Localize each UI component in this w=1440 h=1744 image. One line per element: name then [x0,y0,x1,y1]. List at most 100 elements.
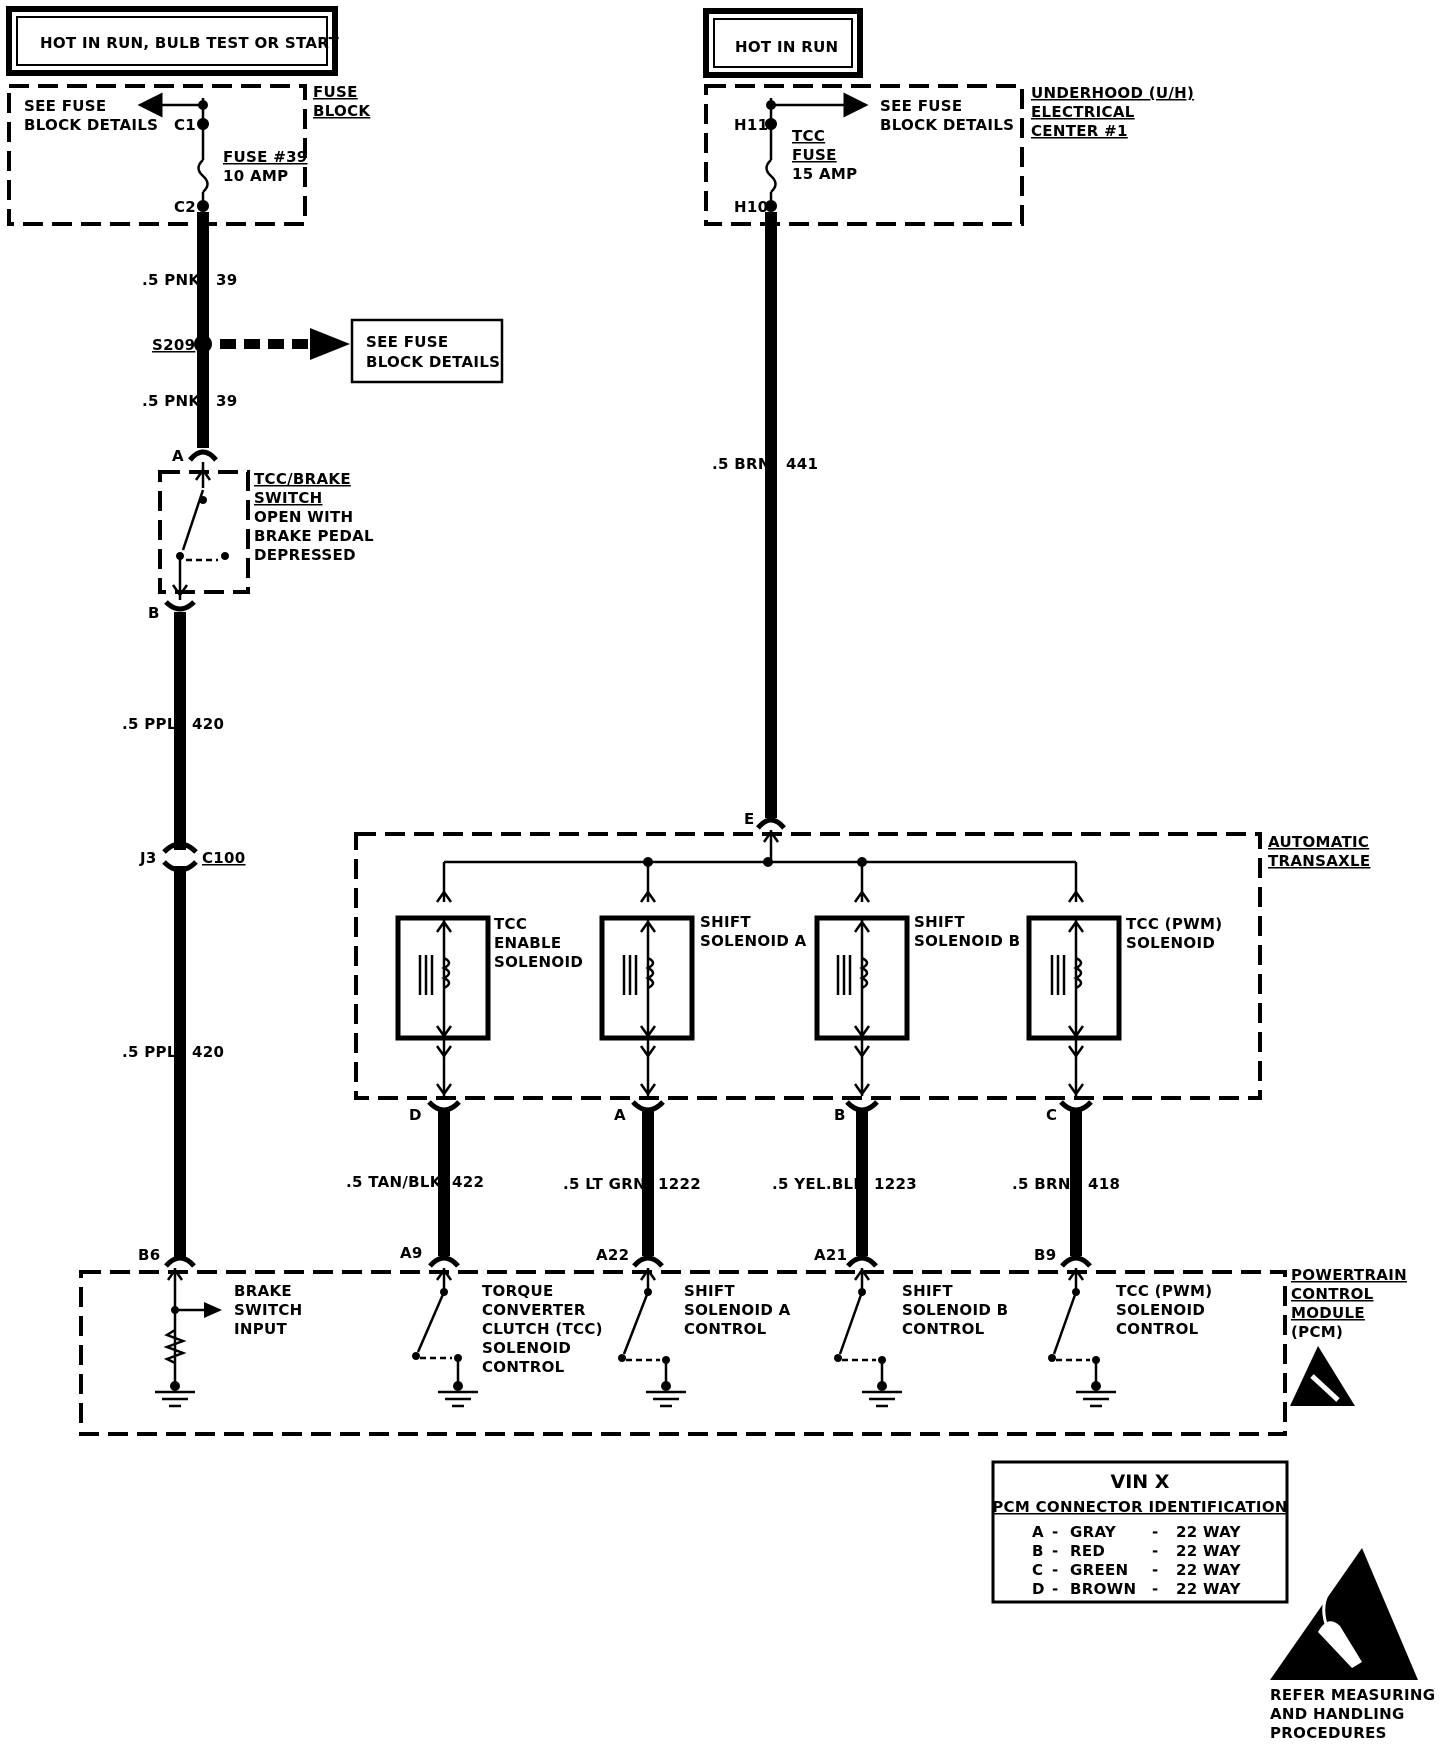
svg-text:A22: A22 [596,1246,629,1264]
esd-warning-icon [1290,1346,1355,1406]
svg-text:GREEN: GREEN [1070,1561,1128,1579]
solenoid-output-wires: D .5 TAN/BLK 422 A .5 LT GRN 1222 B .5 Y… [346,1100,1120,1256]
svg-text:1223: 1223 [874,1175,917,1193]
svg-text:-: - [1052,1580,1059,1598]
svg-text:C: C [1032,1561,1043,1579]
vin-row: A - GRAY - 22 WAY [1032,1523,1242,1541]
svg-text:SWITCH: SWITCH [254,489,323,507]
fuse-39-label: FUSE #39 [223,148,308,166]
wire-ppl-2-color: .5 PPL [122,1043,177,1061]
svg-text:SOLENOID A: SOLENOID A [684,1301,791,1319]
svg-text:-: - [1052,1523,1059,1541]
svg-text:CONTROL: CONTROL [684,1320,767,1338]
svg-text:CONTROL: CONTROL [482,1358,565,1376]
tcc-fuse-icon [765,159,777,193]
svg-text:TCC (PWM): TCC (PWM) [1116,1282,1212,1300]
svg-text:B6: B6 [138,1246,160,1264]
svg-text:DEPRESSED: DEPRESSED [254,546,356,564]
svg-text:10 AMP: 10 AMP [223,167,288,185]
svg-text:TORQUE: TORQUE [482,1282,554,1300]
svg-text:.5 LT GRN: .5 LT GRN [563,1175,646,1193]
power-right-title: HOT IN RUN [735,38,838,56]
svg-text:422: 422 [452,1173,484,1191]
power-left-title: HOT IN RUN, BULB TEST OR START [40,34,339,52]
svg-text:1222: 1222 [658,1175,701,1193]
pin-h10: H10 [734,198,768,216]
svg-text:BROWN: BROWN [1070,1580,1136,1598]
svg-text:.5 BRN: .5 BRN [1012,1175,1071,1193]
svg-text:OPEN WITH: OPEN WITH [254,508,353,526]
vin-row: D - BROWN - 22 WAY [1032,1580,1242,1598]
svg-text:A21: A21 [814,1246,847,1264]
svg-text:B: B [1032,1542,1044,1560]
svg-text:FUSE: FUSE [792,146,837,164]
fuse-39-icon [197,159,209,193]
svg-text:22 WAY: 22 WAY [1176,1523,1242,1541]
underhood-electrical-center: UNDERHOOD (U/H) ELECTRICAL CENTER #1 SEE… [704,84,1194,226]
svg-text:AND HANDLING: AND HANDLING [1270,1705,1405,1723]
wire-ppl-2-circuit: 420 [192,1043,224,1061]
svg-text:SOLENOID: SOLENOID [482,1339,571,1357]
svg-text:A: A [614,1106,626,1124]
fuse-block-label: FUSE [313,83,358,101]
shift-a-driver: SHIFT SOLENOID A CONTROL [618,1267,791,1408]
shift-b-driver: SHIFT SOLENOID B CONTROL [834,1267,1008,1408]
svg-text:BLOCK DETAILS: BLOCK DETAILS [366,353,500,371]
svg-text:GRAY: GRAY [1070,1523,1117,1541]
svg-text:BLOCK DETAILS: BLOCK DETAILS [880,116,1014,134]
svg-text:.5 TAN/BLK: .5 TAN/BLK [346,1173,443,1191]
automatic-transaxle: AUTOMATIC TRANSAXLE TCC ENABLE [354,829,1370,1100]
svg-text:.5 YEL.BLK: .5 YEL.BLK [772,1175,866,1193]
svg-text:ELECTRICAL: ELECTRICAL [1031,103,1135,121]
svg-text:-: - [1052,1542,1059,1560]
tcc-pwm-driver: TCC (PWM) SOLENOID CONTROL [1048,1267,1212,1408]
transaxle-label: AUTOMATIC [1268,833,1369,851]
svg-text:TRANSAXLE: TRANSAXLE [1268,852,1370,870]
brake-switch-label: TCC/BRAKE [254,470,351,488]
shift-solenoid-a: SHIFT SOLENOID A [599,889,807,1097]
svg-text:SOLENOID: SOLENOID [1126,934,1215,952]
wire-pnk-2-circuit: 39 [216,392,237,410]
coil-icon [645,956,655,990]
splice-see: SEE FUSE [366,333,448,351]
brake-pin-b: B [148,604,160,622]
svg-text:CONTROL: CONTROL [1291,1285,1374,1303]
svg-text:PROCEDURES: PROCEDURES [1270,1724,1387,1742]
coil-icon [441,956,451,990]
svg-text:SHIFT: SHIFT [700,913,751,931]
pin-h11: H11 [734,116,768,134]
svg-text:D: D [409,1106,422,1124]
wire-ppl-1-circuit: 420 [192,715,224,733]
brake-pin-a: A [172,447,184,465]
svg-text:22 WAY: 22 WAY [1176,1580,1242,1598]
svg-text:SOLENOID A: SOLENOID A [700,932,807,950]
svg-text:C: C [1046,1106,1057,1124]
svg-text:SOLENOID B: SOLENOID B [914,932,1020,950]
svg-text:INPUT: INPUT [234,1320,288,1338]
vin-row: C - GREEN - 22 WAY [1032,1561,1241,1579]
pcm-label: POWERTRAIN [1291,1266,1407,1284]
svg-text:SHIFT: SHIFT [902,1282,953,1300]
esd-hand-icon [1270,1548,1418,1680]
svg-text:RED: RED [1070,1542,1105,1560]
svg-text:-: - [1152,1523,1159,1541]
svg-text:CENTER #1: CENTER #1 [1031,122,1128,140]
svg-text:CONVERTER: CONVERTER [482,1301,586,1319]
underhood-label: UNDERHOOD (U/H) [1031,84,1194,102]
wire-pnk-1-circuit: 39 [216,271,237,289]
svg-text:SWITCH: SWITCH [234,1301,303,1319]
svg-text:ENABLE: ENABLE [494,934,561,952]
left-circuit: .5 PNK 39 S209 SEE FUSE BLOCK DETAILS .5… [122,212,504,1258]
svg-text:(PCM): (PCM) [1291,1323,1343,1341]
vin-connector-table: VIN X PCM CONNECTOR IDENTIFICATION A - G… [991,1460,1289,1604]
c100-label: C100 [202,849,246,867]
wire-pnk-1-color: .5 PNK [142,271,201,289]
c100-pin: J3 [139,849,157,867]
vin-row: B - RED - 22 WAY [1032,1542,1241,1560]
svg-text:A9: A9 [400,1244,423,1262]
shift-solenoid-b: SHIFT SOLENOID B [814,889,1020,1097]
brn-441-circuit: .5 BRN 441 E [712,212,818,830]
svg-text:BRAKE PEDAL: BRAKE PEDAL [254,527,374,545]
transaxle-pin-e: E [744,810,755,828]
svg-text:BLOCK DETAILS: BLOCK DETAILS [24,116,158,134]
